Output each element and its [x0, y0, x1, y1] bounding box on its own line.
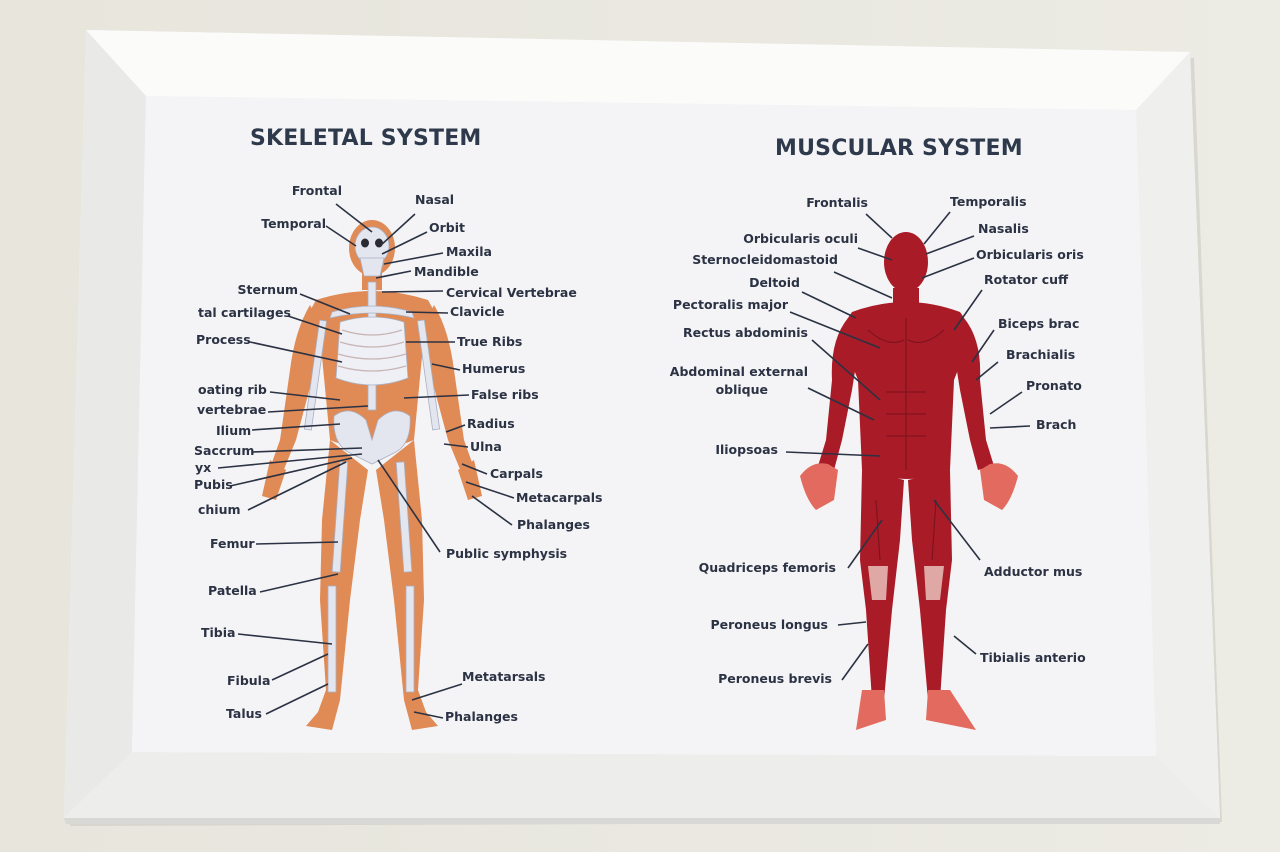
label-talus: Talus: [226, 706, 262, 721]
label-nasal: Nasal: [415, 192, 455, 207]
label-biceps: Biceps brac: [998, 316, 1080, 331]
muscular-leader-lines: [785, 211, 1031, 681]
label-pubic-symphysis: Public symphysis: [446, 546, 568, 561]
label-radius: Radius: [467, 416, 515, 431]
label-fibula: Fibula: [227, 673, 271, 688]
label-ilium: Ilium: [216, 423, 252, 438]
label-orbicularis-oculi: Orbicularis oculi: [743, 231, 858, 246]
label-metacarpals: Metacarpals: [516, 490, 603, 505]
label-patella: Patella: [208, 583, 257, 598]
label-carpals: Carpals: [490, 466, 543, 481]
label-cartilages: tal cartilages: [198, 305, 291, 320]
label-ulna: Ulna: [470, 439, 502, 454]
label-frontal: Frontal: [291, 183, 342, 198]
label-tibialis-anterior: Tibialis anterio: [980, 650, 1086, 665]
label-peroneus-longus: Peroneus longus: [710, 617, 828, 632]
label-metatarsals: Metatarsals: [462, 669, 546, 684]
label-ischium: chium: [198, 502, 241, 517]
label-true-ribs: True Ribs: [457, 334, 523, 349]
label-humerus: Humerus: [462, 361, 526, 376]
label-floating-rib: oating rib: [198, 382, 267, 397]
label-orbicularis-oris: Orbicularis oris: [976, 247, 1084, 262]
label-process: Process: [196, 332, 251, 347]
label-tibia: Tibia: [201, 625, 236, 640]
label-sternocleidomastoid: Sternocleidomastoid: [692, 252, 838, 267]
label-iliopsoas: Iliopsoas: [715, 442, 778, 457]
skeletal-title: SKELETAL SYSTEM: [250, 126, 482, 151]
label-pronator: Pronato: [1026, 378, 1082, 393]
label-temporalis: Temporalis: [950, 194, 1027, 209]
label-rotator-cuff: Rotator cuff: [984, 272, 1069, 287]
label-saccrum: Saccrum: [194, 443, 255, 458]
label-brachialis: Brachialis: [1006, 347, 1076, 362]
label-femur: Femur: [210, 536, 255, 551]
label-brach: Brach: [1036, 417, 1077, 432]
label-quadriceps: Quadriceps femoris: [698, 560, 836, 575]
label-cervical: Cervical Vertebrae: [446, 285, 577, 300]
label-false-ribs: False ribs: [471, 387, 539, 402]
label-phalanges-foot: Phalanges: [445, 709, 518, 724]
label-sternum: Sternum: [237, 282, 298, 297]
label-nasalis: Nasalis: [978, 221, 1029, 236]
label-pubis: Pubis: [194, 477, 233, 492]
muscular-title: MUSCULAR SYSTEM: [775, 136, 1023, 161]
label-peroneus-brevis: Peroneus brevis: [718, 671, 832, 686]
label-deltoid: Deltoid: [749, 275, 800, 290]
label-phalanges-hand: Phalanges: [517, 517, 590, 532]
label-frontalis: Frontalis: [806, 195, 868, 210]
skeletal-leader-lines: [217, 203, 515, 719]
skeleton-figure: [262, 220, 482, 730]
label-orbit: Orbit: [429, 220, 465, 235]
label-maxila: Maxila: [446, 244, 492, 259]
label-rectus-abdominis: Rectus abdominis: [682, 325, 808, 340]
label-abdominal-external: Abdominal external: [669, 364, 808, 379]
label-adductor: Adductor mus: [984, 564, 1083, 579]
label-mandible: Mandible: [414, 264, 479, 279]
label-coccyx: yx: [195, 460, 212, 475]
label-temporal: Temporal: [261, 216, 326, 231]
label-clavicle: Clavicle: [450, 304, 505, 319]
label-oblique: oblique: [715, 382, 768, 397]
label-vertebrae: vertebrae: [197, 402, 267, 417]
label-pectoralis-major: Pectoralis major: [672, 297, 788, 312]
